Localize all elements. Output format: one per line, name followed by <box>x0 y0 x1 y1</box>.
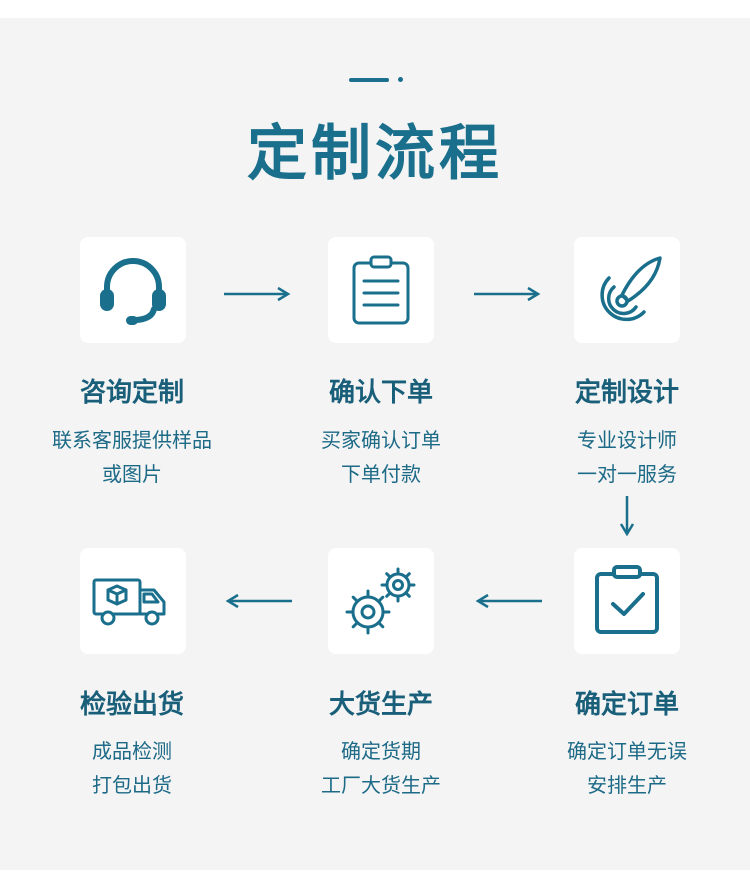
step-desc-line: 买家确认订单 <box>321 428 441 452</box>
step-desc-line: 下单付款 <box>341 462 421 486</box>
step-desc-line: 确定订单无误 <box>567 739 687 763</box>
step-title: 咨询定制 <box>79 378 184 408</box>
step-title: 检验出货 <box>79 690 184 720</box>
step-desc-line: 一对一服务 <box>577 462 677 486</box>
step-desc-line: 安排生产 <box>587 773 667 797</box>
title-decoration-line <box>349 78 389 82</box>
step-title: 大货生产 <box>328 690 433 720</box>
step-desc-line: 成品检测 <box>92 739 172 763</box>
step-desc-line: 确定货期 <box>341 739 421 763</box>
step-confirm-order-icon-card <box>328 237 434 343</box>
step-desc-line: 专业设计师 <box>577 428 677 452</box>
pen-design-icon <box>600 256 662 322</box>
headset-icon <box>100 258 166 325</box>
step-title: 确认下单 <box>328 378 433 408</box>
page-title: 定制流程 <box>247 119 503 189</box>
arrow-left-icon <box>475 593 542 609</box>
step-title: 定制设计 <box>574 378 679 408</box>
arrow-right-icon <box>474 286 541 302</box>
process-panel <box>0 18 750 870</box>
step-inspect-ship-icon-card <box>80 548 186 654</box>
step-desc-line: 联系客服提供样品 <box>52 428 212 452</box>
title-decoration-dot <box>398 77 403 82</box>
step-desc-line: 或图片 <box>102 462 162 486</box>
step-custom-design-icon-card <box>574 237 680 343</box>
step-mass-production-icon-card <box>328 548 434 654</box>
step-title: 确定订单 <box>574 690 679 720</box>
delivery-truck-icon <box>92 578 166 626</box>
step-desc-line: 工厂大货生产 <box>321 773 441 797</box>
gears-icon <box>345 567 416 635</box>
arrow-down-icon <box>619 496 635 537</box>
arrow-right-icon <box>224 286 291 302</box>
arrow-left-icon <box>225 593 292 609</box>
clipboard-check-icon <box>595 565 659 634</box>
step-consult-icon-card <box>80 237 186 343</box>
step-confirm-details-icon-card <box>574 548 680 654</box>
step-desc-line: 打包出货 <box>92 773 172 797</box>
clipboard-icon <box>352 255 410 325</box>
